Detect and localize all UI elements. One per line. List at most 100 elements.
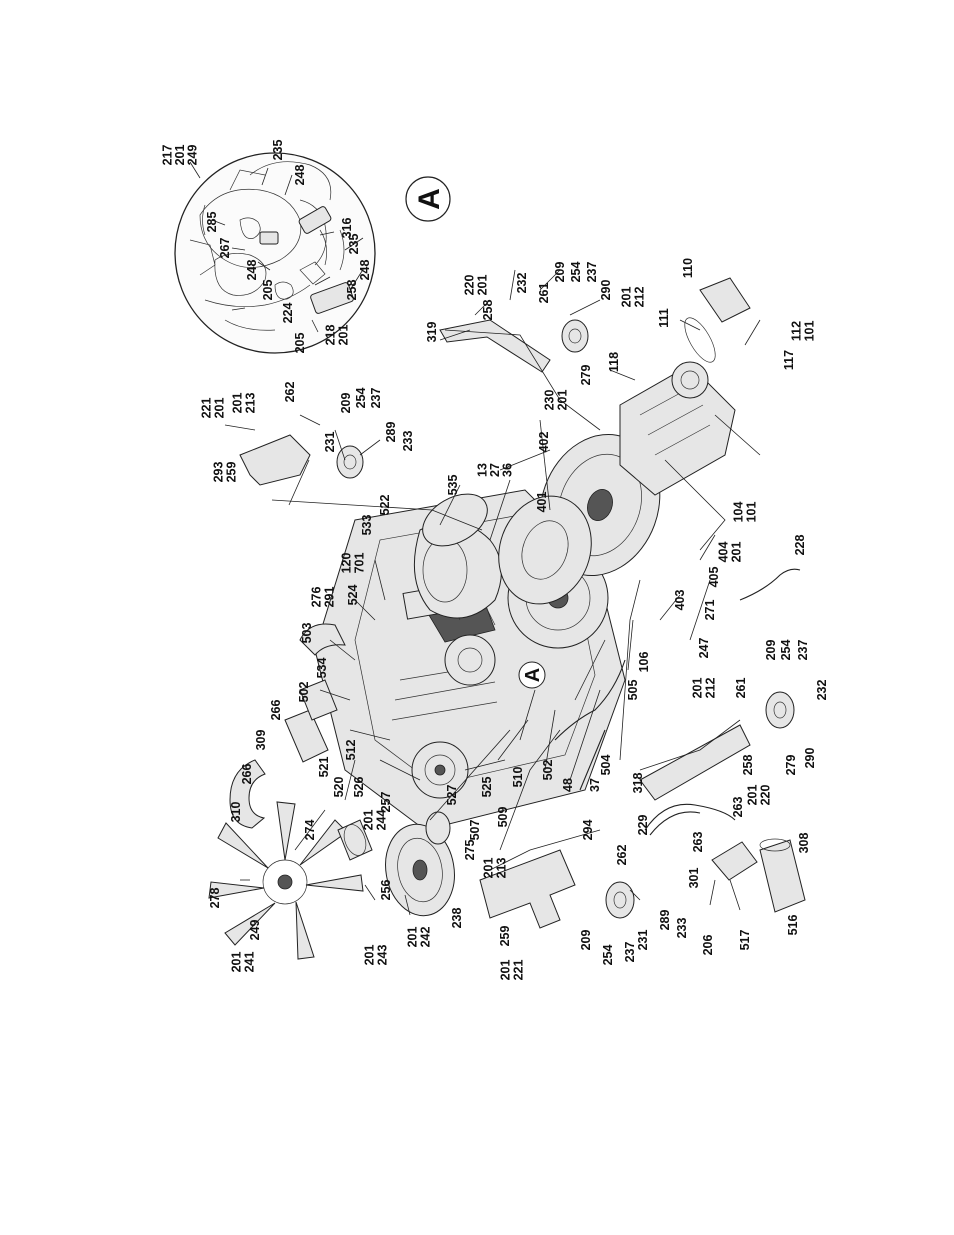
callout-number: 267 [218,238,232,259]
callout-number: 503 [300,623,314,644]
callout-number: 205 [261,280,275,301]
callout-number: 266 [240,764,254,785]
callout-number: 510 [511,767,525,788]
callout-209: 209 [339,393,353,414]
callout-526: 526 [352,777,366,798]
callout-number: 262 [283,382,297,403]
callout-number: 293 [212,462,226,483]
callout-259: 259 [498,926,512,947]
callout-205: 205 [261,280,275,301]
callout-510: 510 [511,767,525,788]
callout-238: 238 [450,908,464,929]
callout-number: 229 [636,815,650,836]
mount-bracket-front-left [479,849,635,929]
callout-524: 524 [346,585,360,606]
callout-37: 37 [588,778,602,792]
callout-number: 235 [347,234,361,255]
callout-number: 248 [293,165,307,186]
callout-294: 294 [581,820,595,841]
callout-number: 101 [802,321,816,342]
callout-232: 232 [815,680,829,701]
callout-number: 232 [515,273,529,294]
callout-number: 201 [212,398,226,419]
callout-number: 517 [738,930,752,951]
callout-520: 520 [332,777,346,798]
callout-258: 258 [481,300,495,321]
callout-318: 318 [631,773,645,794]
callout-number: 527 [445,785,459,806]
callout-number: 221 [511,960,525,981]
callout-509: 509 [496,807,510,828]
callout-number: 27 [488,463,502,477]
callout-276-291: 276291 [310,587,337,608]
fuel-filter [711,838,806,913]
callout-number: 206 [701,935,715,956]
callout-number: 201 [406,927,420,948]
callout-249: 249 [248,920,262,941]
callout-505: 505 [626,680,640,701]
callout-266: 266 [269,700,283,721]
callout-number: 209 [553,262,567,283]
callout-number: 111 [657,308,671,328]
alternator [411,741,469,799]
callout-number: 309 [254,730,268,751]
callout-504: 504 [599,755,613,776]
callout-106: 106 [637,652,651,673]
callout-275: 275 [463,840,477,861]
callout-number: 524 [346,585,360,606]
callout-number: 106 [637,652,651,673]
callout-number: 263 [731,797,745,818]
callout-number: 13 [476,463,490,477]
callout-293-259: 293259 [212,462,239,483]
callout-201-221: 201221 [499,960,526,981]
callout-285: 285 [205,212,219,233]
callout-118: 118 [607,352,621,372]
callout-number: 308 [797,833,811,854]
detail-a-inset: A [174,152,451,354]
callout-number: 261 [537,283,551,304]
callout-number: 403 [673,590,687,611]
callout-number: 201 [691,678,705,699]
callout-number: 201 [362,810,376,831]
fuel-hose [644,568,801,836]
callout-number: 276 [310,587,324,608]
callout-number: 120 [340,553,354,574]
callout-117: 117 [782,350,796,370]
callout-404-201: 404201 [717,542,744,563]
callout-number: 209 [339,393,353,414]
callout-number: 228 [793,535,807,556]
callout-number: 522 [378,495,392,516]
callout-209: 209 [553,262,567,283]
callout-number: 37 [588,778,602,792]
callout-316: 316 [340,218,354,239]
callout-number: 244 [374,810,388,831]
callout-number: 258 [741,755,755,776]
callout-235: 235 [347,234,361,255]
callout-217-201-249: 217201249 [161,145,200,166]
callout-number: 254 [354,388,368,409]
callout-number: 218 [324,325,338,346]
callout-number: 521 [317,757,331,778]
callout-number: 534 [315,658,329,679]
callout-527: 527 [445,785,459,806]
callout-248: 248 [358,260,372,281]
callout-number: 201 [746,785,760,806]
callout-number: 241 [242,952,256,973]
callout-201-212: 201212 [620,287,647,308]
callout-number: 405 [707,567,721,588]
callout-number: 48 [561,778,575,792]
callout-319: 319 [425,322,439,343]
callout-233: 233 [675,918,689,939]
callout-number: 101 [744,502,758,523]
callout-number: 316 [340,218,354,239]
flywheel-coupling [498,495,592,605]
callout-262: 262 [283,382,297,403]
callout-number: 201 [620,287,634,308]
callout-261: 261 [734,678,748,699]
callout-254: 254 [569,262,583,283]
callout-271: 271 [703,600,717,621]
callout-535: 535 [446,475,460,496]
callout-number: 220 [463,275,477,296]
callout-number: 279 [579,365,593,386]
callout-number: 233 [675,918,689,939]
